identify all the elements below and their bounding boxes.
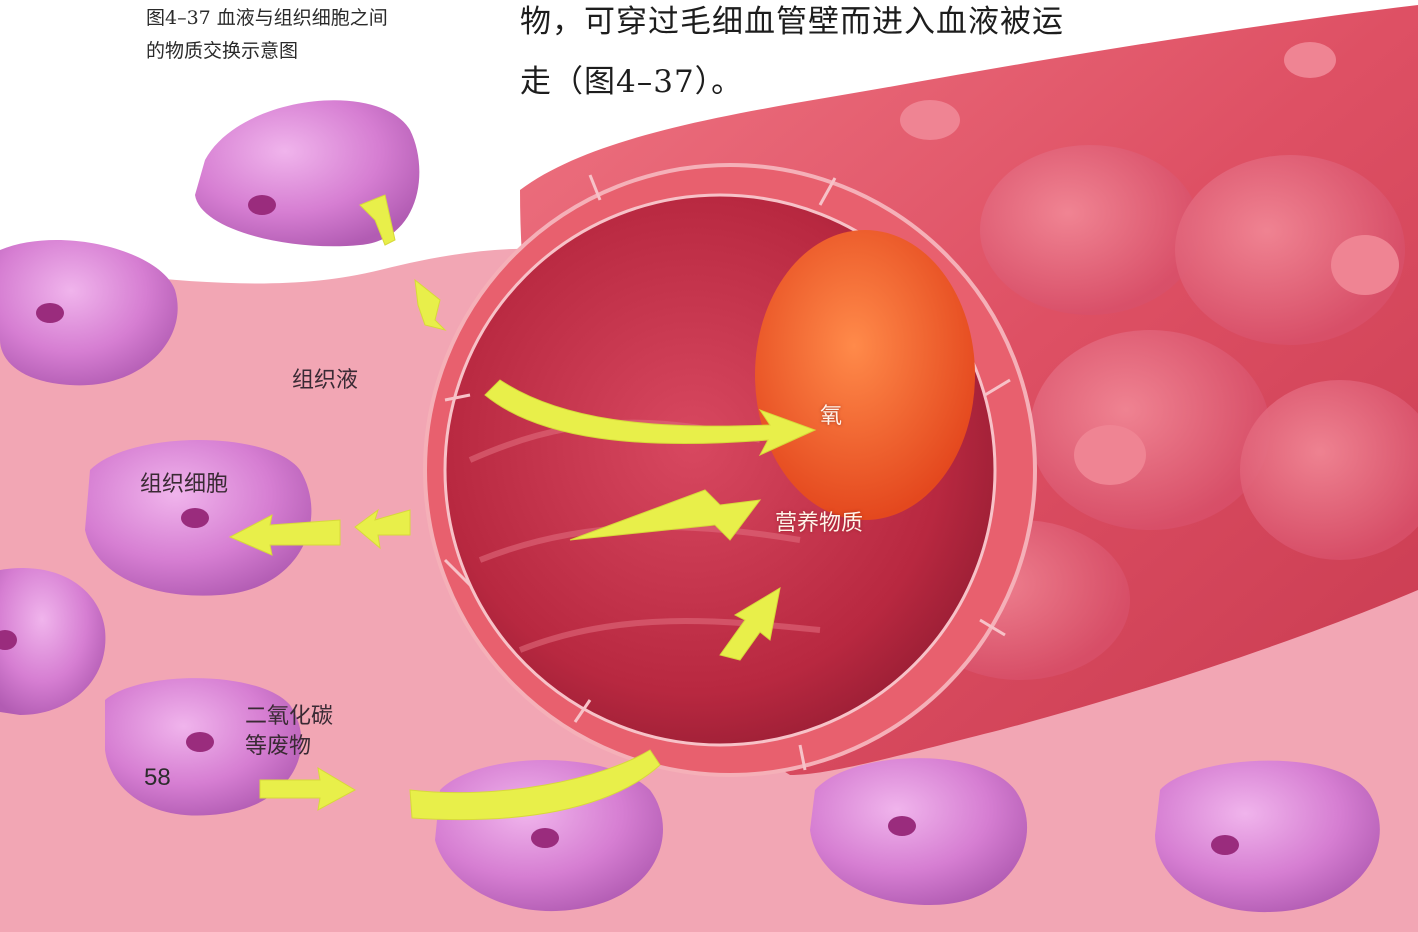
red-blood-cell [755, 230, 975, 520]
caption-line-1: 图4–37 血液与组织细胞之间 [146, 2, 486, 35]
body-line-1: 物，可穿过毛细血管壁而进入血液被运 [520, 0, 1064, 52]
body-line-2: 走（图4–37）。 [520, 52, 1064, 112]
label-nutrients: 营养物质 [775, 505, 863, 537]
caption-line-2: 的物质交换示意图 [146, 35, 486, 68]
label-tissue-fluid: 组织液 [292, 362, 358, 394]
label-tissue-cell: 组织细胞 [140, 466, 228, 498]
label-co2-line2: 等废物 [245, 728, 311, 760]
label-co2-line1: 二氧化碳 [245, 698, 333, 730]
label-oxygen: 氧 [820, 398, 842, 430]
figure-caption: 图4–37 血液与组织细胞之间 的物质交换示意图 [146, 2, 486, 68]
page-number: 58 [144, 764, 171, 792]
body-paragraph: 物，可穿过毛细血管壁而进入血液被运 走（图4–37）。 [520, 0, 1064, 112]
